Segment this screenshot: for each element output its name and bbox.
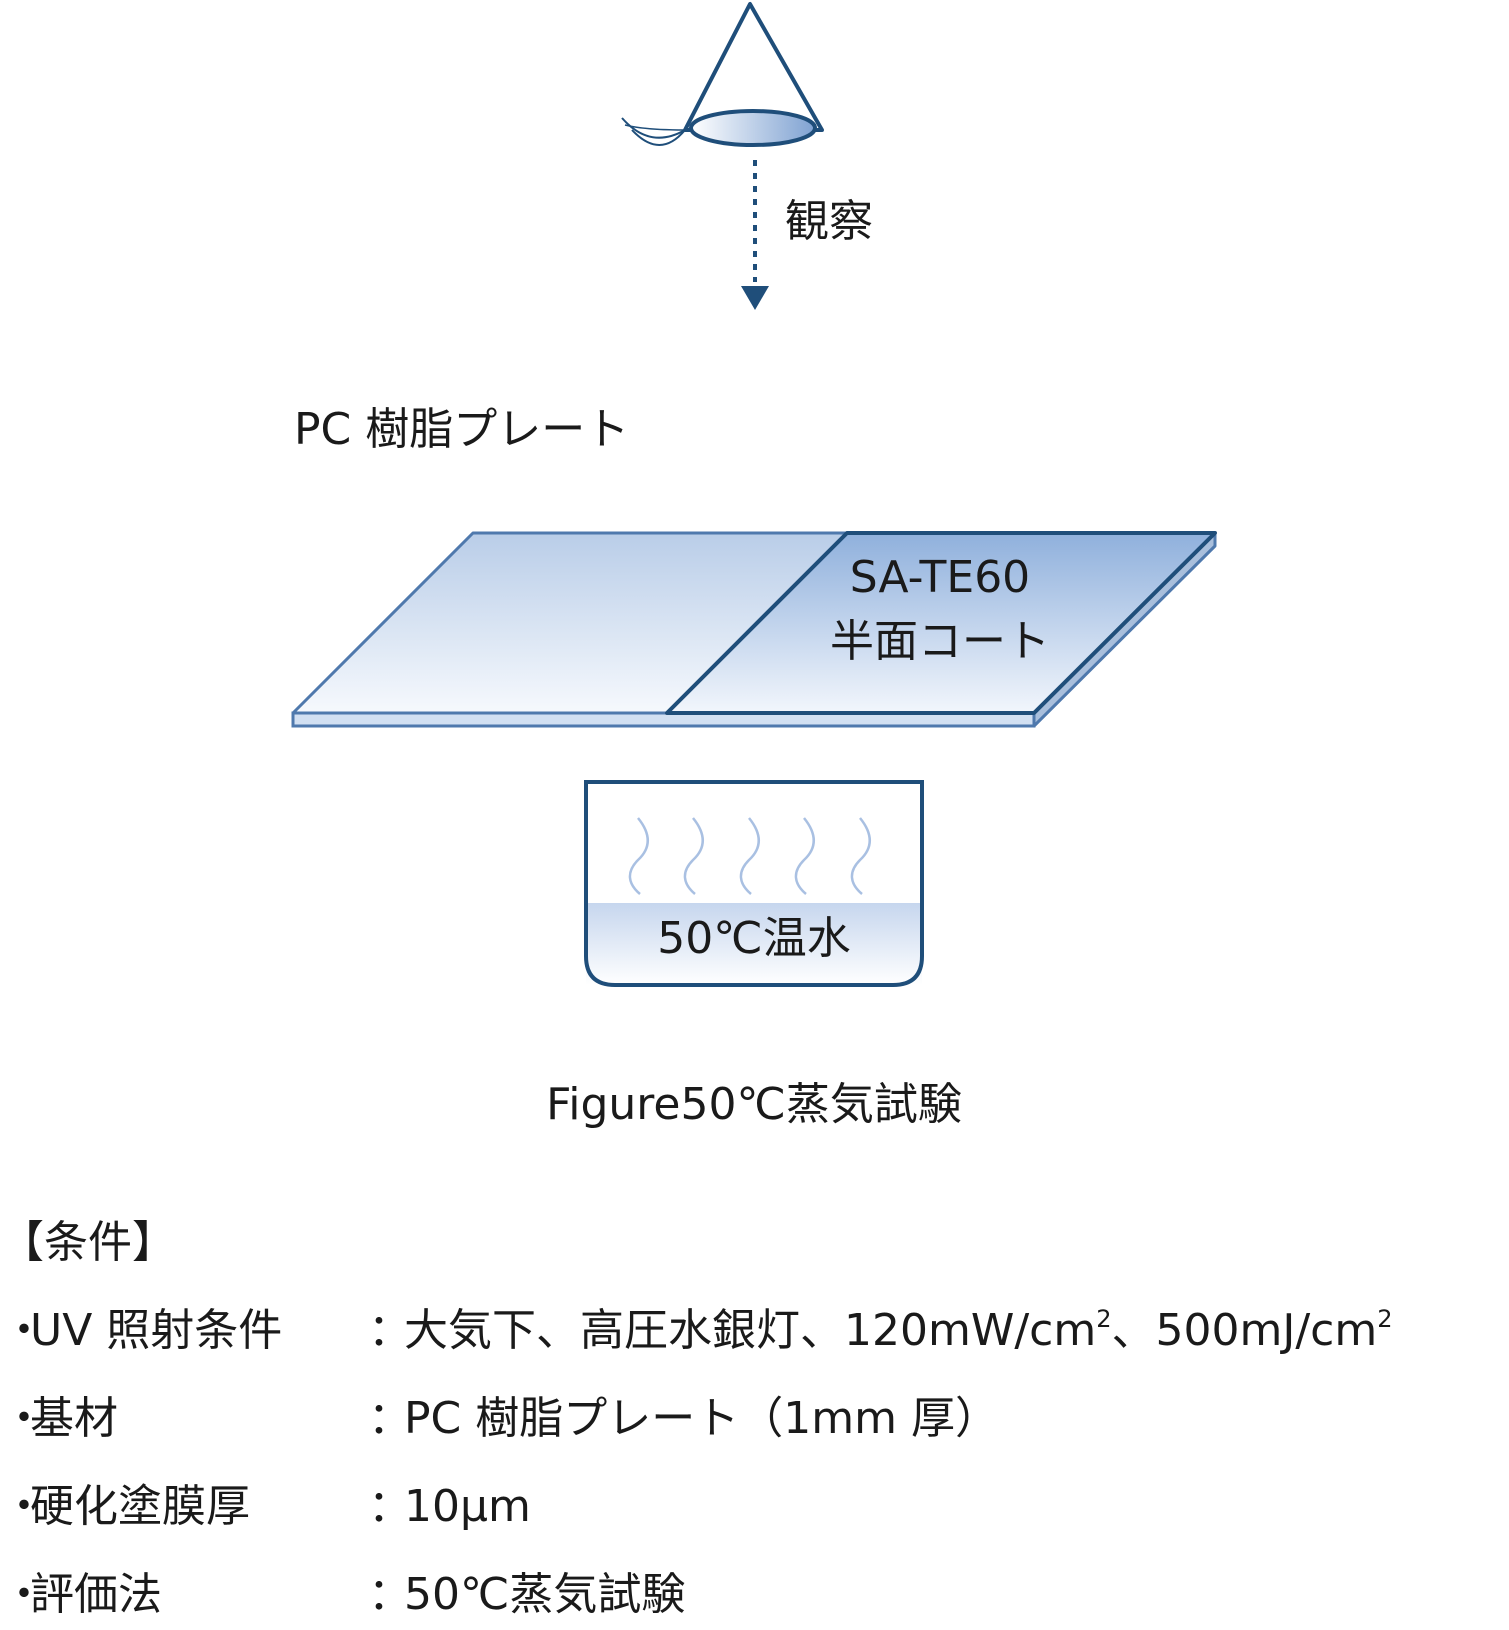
plate-label: PC 樹脂プレート: [294, 404, 630, 455]
steam-test-diagram: [291, 2, 1217, 987]
condition-row-substrate: ・ 基材 ： PC 樹脂プレート（1mm 厚）: [0, 1394, 1509, 1454]
conditions-heading: 【条件】: [0, 1217, 176, 1268]
bullet: ・: [2, 1569, 46, 1620]
condition-colon: ：: [368, 1481, 412, 1532]
observe-label: 観察: [785, 196, 873, 247]
condition-value-part: 、500mJ/cm: [1111, 1305, 1378, 1356]
condition-colon: ：: [368, 1569, 412, 1620]
condition-row-uv: ・ UV 照射条件 ： 大気下、高圧水銀灯、120mW/cm2、500mJ/cm…: [0, 1306, 1509, 1366]
condition-key: 基材: [30, 1393, 118, 1444]
figure-caption: Figure50℃蒸気試験: [546, 1079, 962, 1130]
coated-half: [665, 531, 1217, 715]
condition-key: 硬化塗膜厚: [30, 1481, 250, 1532]
bullet: ・: [2, 1305, 46, 1356]
condition-row-method: ・ 評価法 ： 50℃蒸気試験: [0, 1570, 1509, 1630]
condition-value: PC 樹脂プレート（1mm 厚）: [404, 1393, 999, 1444]
condition-value: 大気下、高圧水銀灯、120mW/cm2、500mJ/cm2: [404, 1306, 1393, 1356]
coat-label-line1: SA-TE60: [849, 552, 1031, 603]
coat-label-line2: 半面コート: [830, 616, 1050, 667]
condition-value-part: 大気下、高圧水銀灯、120mW/cm: [404, 1305, 1097, 1356]
condition-colon: ：: [368, 1393, 412, 1444]
condition-value: 10μm: [404, 1481, 531, 1532]
condition-value: 50℃蒸気試験: [404, 1569, 686, 1620]
bullet: ・: [2, 1481, 46, 1532]
superscript: 2: [1096, 1305, 1112, 1333]
condition-key: 評価法: [30, 1569, 162, 1620]
condition-row-thickness: ・ 硬化塗膜厚 ： 10μm: [0, 1482, 1509, 1542]
arrow-down-icon: [741, 160, 769, 310]
condition-key: UV 照射条件: [30, 1305, 283, 1356]
superscript: 2: [1377, 1305, 1393, 1333]
water-bath-icon: [584, 780, 924, 987]
water-label: 50℃温水: [657, 913, 851, 964]
condition-colon: ：: [368, 1305, 412, 1356]
eye-icon: [621, 2, 824, 147]
steam-icon: [628, 817, 871, 895]
bullet: ・: [2, 1393, 46, 1444]
